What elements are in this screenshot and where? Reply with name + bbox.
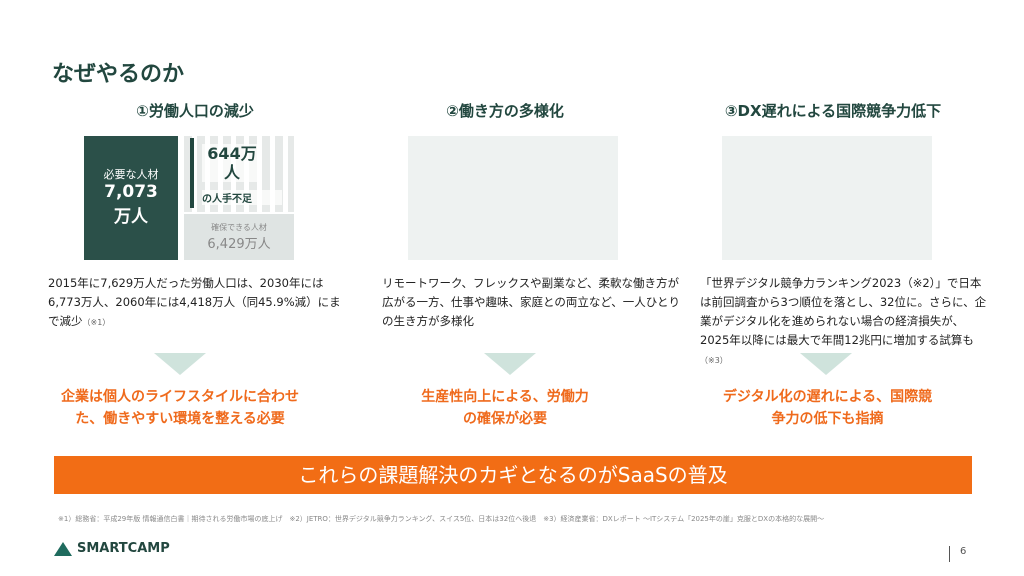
down-arrow-icon: [484, 353, 536, 375]
workstyle-illustration: [408, 136, 618, 260]
required-value: 7,073: [104, 182, 158, 202]
required-label: 必要な人材: [103, 168, 159, 181]
available-label: 確保できる人材: [211, 223, 267, 232]
dx-illustration: [722, 136, 932, 260]
column-labor: ①労働人口の減少: [45, 100, 345, 124]
workstyle-conclusion: 生産性向上による、労働力の確保が必要: [421, 389, 589, 427]
slide-title: なぜやるのか: [52, 62, 185, 87]
workstyle-description: リモートワーク、フレックスや副業など、柔軟な働き方が広がる一方、仕事や趣味、家庭…: [382, 276, 680, 328]
column-heading: ②働き方の多様化: [446, 102, 564, 120]
dx-description: 「世界デジタル競争力ランキング2023（※2）」で日本は前回調査から3つ順位を落…: [700, 276, 987, 365]
down-arrow-icon: [800, 353, 852, 375]
double-arrow-icon: [190, 138, 194, 208]
labor-description: 2015年に7,629万人だった労働人口は、2030年には6,773万人、206…: [48, 276, 341, 328]
footnote: ※1）総務省：平成29年版 情報通信白書｜期待される労働市場の底上げ ※2）JE…: [58, 515, 825, 523]
key-message-banner: これらの課題解決のカギとなるのがSaaSの普及: [54, 456, 972, 494]
required-unit: 万人: [114, 207, 148, 227]
gap-value: 644万人: [202, 144, 262, 182]
column-heading: ③DX遅れによる国際競争力低下: [724, 102, 942, 120]
available-box: 確保できる人材 6,429万人: [184, 214, 294, 260]
page-number: 6: [949, 546, 966, 562]
available-value: 6,429万人: [207, 237, 271, 252]
column-workstyle: ②働き方の多様化: [355, 100, 655, 124]
labor-infographic: 必要な人材 7,073 万人 644万人 の人手不足 確保できる人材 6,429…: [84, 136, 294, 260]
column-heading: ①労働人口の減少: [136, 102, 254, 120]
required-box: 必要な人材 7,073 万人: [84, 136, 178, 260]
labor-conclusion: 企業は個人のライフスタイルに合わせた、働きやすい環境を整える必要: [61, 389, 299, 427]
logo-mark-icon: [54, 541, 72, 556]
dx-conclusion: デジタル化の遅れによる、国際競争力の低下も指摘: [722, 389, 933, 427]
gap-label: の人手不足: [202, 190, 282, 205]
down-arrow-icon: [154, 353, 206, 375]
column-dx: ③DX遅れによる国際競争力低下: [683, 100, 983, 124]
smartcamp-logo: SMARTCAMP: [54, 541, 170, 556]
